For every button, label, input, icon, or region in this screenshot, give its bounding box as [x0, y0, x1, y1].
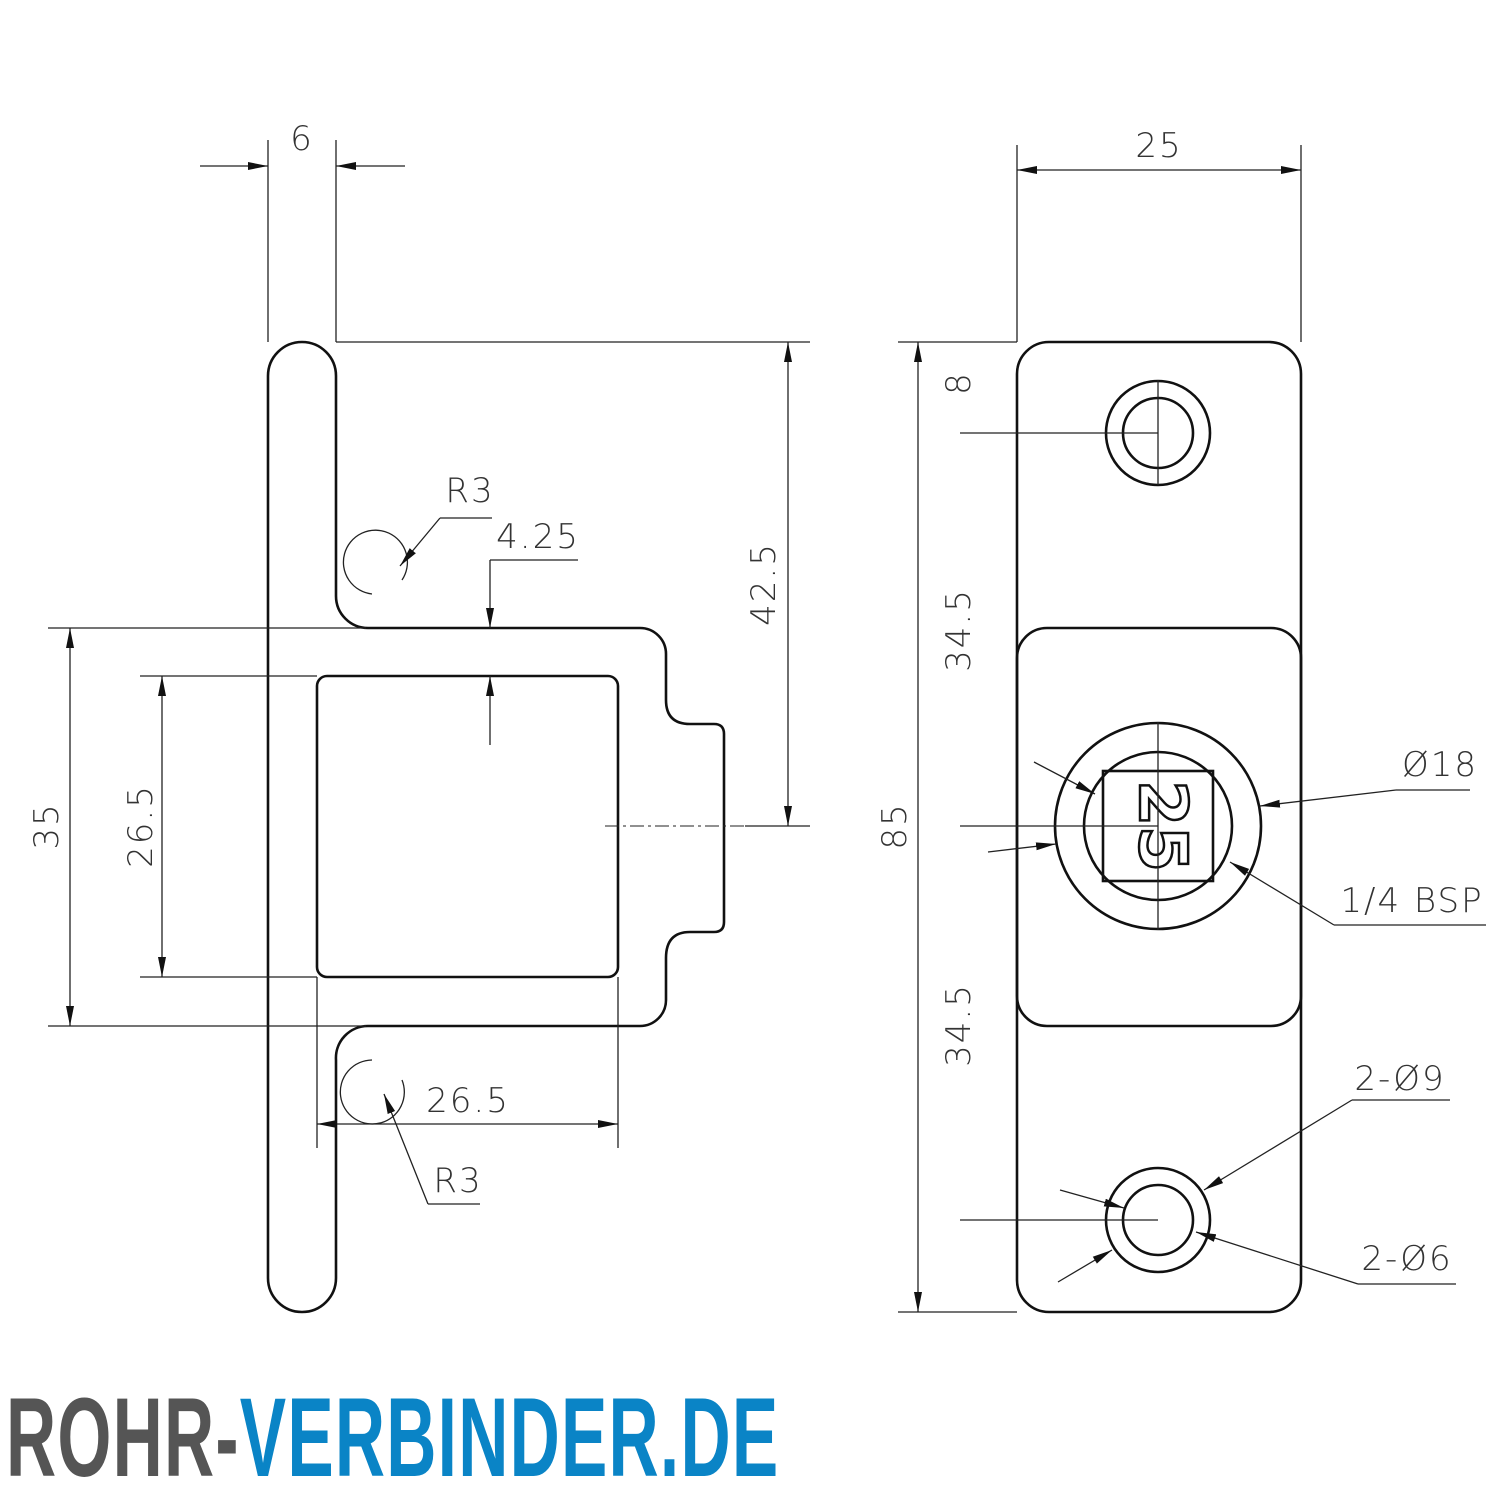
dim-top-hole-offset: 8	[939, 371, 979, 395]
side-view: 6 42.5 35 26.5 4.25 R3 26.5 R3	[27, 119, 810, 1314]
radius-top-label: R3	[445, 471, 494, 511]
inner-square-bore	[315, 674, 620, 979]
dim-inner-height: 26.5	[121, 784, 161, 868]
logo-part-1: ROHR-	[6, 1375, 240, 1500]
thread-label: 1/4 BSP	[1340, 881, 1483, 921]
side-profile-outline	[266, 340, 726, 1314]
brand-logo: ROHR-VERBINDER.DE	[6, 1382, 779, 1494]
hole-outer-diameter-label: 2-Ø9	[1354, 1059, 1445, 1099]
dim-height-to-center: 42.5	[744, 542, 784, 626]
dim-plate-width: 6	[290, 119, 314, 159]
fillet-bottom-circle	[339, 1059, 405, 1125]
fillet-top-circle	[342, 529, 409, 595]
bore-diameter-label: Ø18	[1402, 745, 1478, 785]
dim-lower-section: 34.5	[939, 983, 979, 1067]
dim-outer-height: 35	[27, 802, 67, 849]
dim-inner-width: 26.5	[426, 1081, 510, 1121]
front-view: 25 25 85 8 34.5 34.5 Ø18 1/4 BSP 2-Ø9	[875, 126, 1486, 1314]
dim-wall-thickness: 4.25	[496, 517, 580, 557]
dim-total-height: 85	[875, 802, 915, 849]
hole-inner-diameter-label: 2-Ø6	[1361, 1239, 1452, 1279]
radius-bottom-label: R3	[433, 1161, 482, 1201]
logo-part-2: VERBINDER.DE	[239, 1375, 780, 1500]
dim-plate-width: 25	[1135, 126, 1182, 166]
dim-upper-section: 34.5	[939, 588, 979, 672]
square-socket	[1015, 626, 1303, 1028]
